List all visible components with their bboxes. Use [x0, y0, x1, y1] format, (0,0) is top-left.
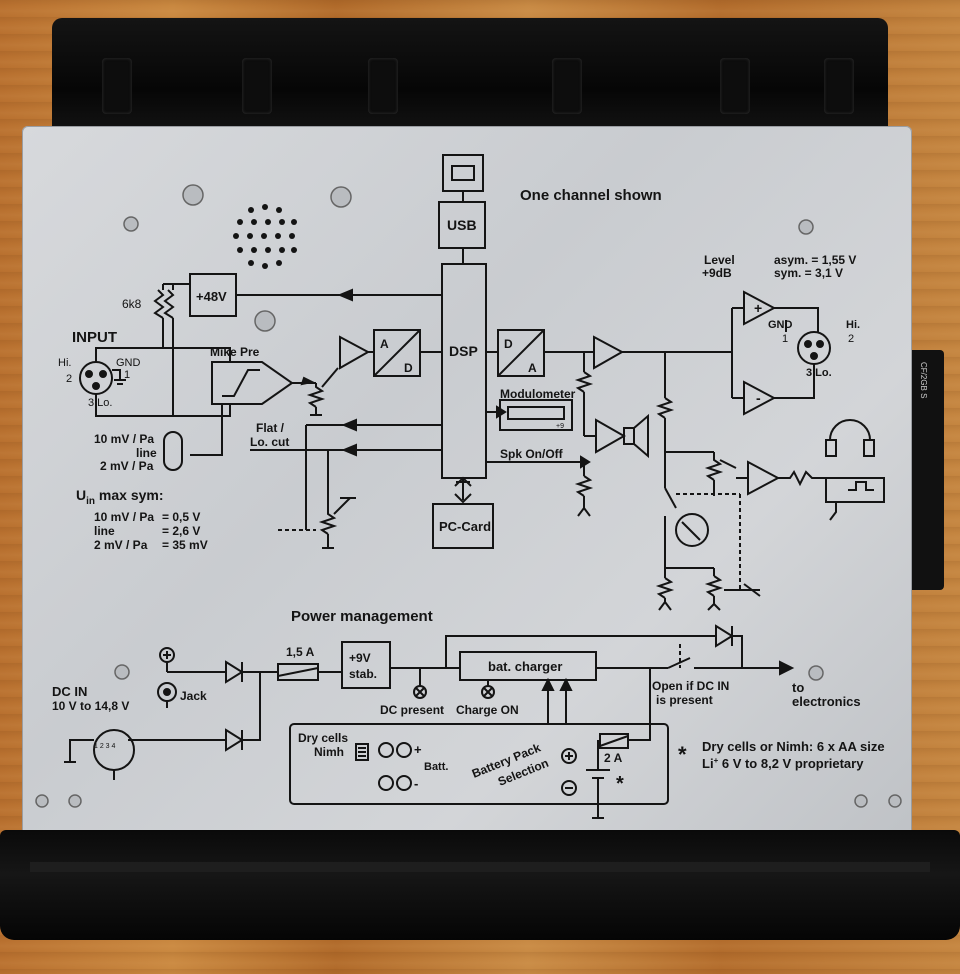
mike-pre-amp-icon [211, 361, 294, 405]
power-title: Power management [291, 608, 433, 625]
recorder-bottom-housing [0, 830, 960, 940]
ad-d-label: D [404, 361, 413, 375]
dsp-label: DSP [449, 343, 478, 359]
resistor-label: 6k8 [122, 297, 142, 311]
input-pin2: 2 [66, 373, 72, 385]
note-star: * [678, 742, 687, 767]
cell-star: * [616, 773, 624, 795]
batt-label: Batt. [424, 761, 448, 773]
stab-label-1: +9V [349, 651, 371, 665]
input-pin1: 1 [124, 369, 130, 381]
stab-9v-box [341, 641, 391, 689]
fuse-2a-label: 2 A [604, 751, 623, 765]
phantom-label: +48V [196, 289, 227, 304]
fuse-1a5-label: 1,5 A [286, 645, 315, 659]
recorder-top-housing [52, 18, 888, 138]
asym-label: asym. = 1,55 V [774, 253, 856, 267]
modulometer-scale: +9 [556, 423, 564, 430]
din-pins: 1 2 3 4 [94, 743, 116, 750]
da-a-label: A [528, 361, 537, 375]
level-db: +9dB [702, 266, 732, 280]
out-pin2: 2 [848, 333, 854, 345]
to-elec-1: to [792, 680, 804, 695]
uin-row-value: = 0,5 V [162, 510, 200, 524]
screw-icon [35, 184, 902, 808]
out-gnd: GND [768, 319, 793, 331]
dry-cells-label: Dry cells [298, 731, 348, 745]
locut-label: Lo. cut [250, 435, 289, 449]
to-elec-2: electronics [792, 694, 861, 709]
headphone-level-knob-icon [675, 513, 709, 547]
pc-card-label: PC-Card [439, 519, 491, 534]
nimh-label: Nimh [314, 745, 344, 759]
mike-pre-label: Mike Pre [210, 345, 260, 359]
card-label: CF/2GB S [919, 362, 928, 399]
dsp-box [441, 263, 487, 479]
uin-row-value: = 2,6 V [162, 524, 200, 538]
dc-present-label: DC present [380, 703, 444, 717]
uin-row-value: = 35 mV [162, 538, 208, 552]
spk-label: Spk On/Off [500, 447, 564, 461]
charge-on-label: Charge ON [456, 703, 519, 717]
speaker-grille-icon [233, 204, 297, 269]
uin-row-label: 2 mV / Pa [94, 538, 148, 552]
fuse-2a-icon [599, 733, 629, 749]
dcin-range: 10 V to 14,8 V [52, 699, 129, 713]
modulometer-box [499, 399, 573, 431]
stab-label-2: stab. [349, 667, 377, 681]
charger-label: bat. charger [488, 659, 562, 674]
input-hi: Hi. [58, 357, 71, 369]
dcin-label: DC IN [52, 684, 87, 699]
batt-plus: + [414, 742, 422, 757]
uin-row-label: line [94, 524, 115, 538]
uin-row-label: 10 mV / Pa [94, 510, 154, 524]
input-label: INPUT [72, 329, 117, 346]
note-line-2: Li+ 6 V to 8,2 V proprietary [702, 756, 864, 771]
level-label: Level [704, 253, 735, 267]
channel-note: One channel shown [520, 187, 662, 204]
battery-charger-box [459, 651, 597, 681]
sensitivity-line: line [136, 446, 157, 460]
pc-card-box [432, 503, 494, 549]
sensitivity-2mv: 2 mV / Pa [100, 459, 154, 473]
usb-label: USB [447, 217, 477, 233]
modulometer-label: Modulometer [500, 387, 576, 401]
out-lo: 3 Lo. [806, 367, 832, 379]
uin-title: Uin max sym: [76, 487, 164, 507]
open-if-2: is present [656, 693, 713, 707]
da-d-label: D [504, 337, 513, 351]
sym-label: sym. = 3,1 V [774, 266, 843, 280]
ad-a-label: A [380, 337, 389, 351]
out-pin1: 1 [782, 333, 788, 345]
out-minus: - [756, 390, 761, 406]
note-line-1: Dry cells or Nimh: 6 x AA size [702, 739, 885, 754]
out-plus: + [754, 300, 762, 316]
din-connector-icon [93, 729, 135, 771]
flat-label: Flat / [256, 421, 285, 435]
battery-compartment-box [289, 723, 669, 805]
out-hi: Hi. [846, 319, 860, 331]
sensitivity-10mv: 10 mV / Pa [94, 432, 154, 446]
usb-port-icon [442, 154, 484, 192]
input-lo: 3 Lo. [88, 397, 112, 409]
batt-minus: - [414, 776, 418, 791]
jack-label: Jack [180, 689, 207, 703]
headphones-icon [829, 419, 871, 441]
open-if-1: Open if DC IN [652, 679, 729, 693]
input-gnd: GND [116, 357, 141, 369]
